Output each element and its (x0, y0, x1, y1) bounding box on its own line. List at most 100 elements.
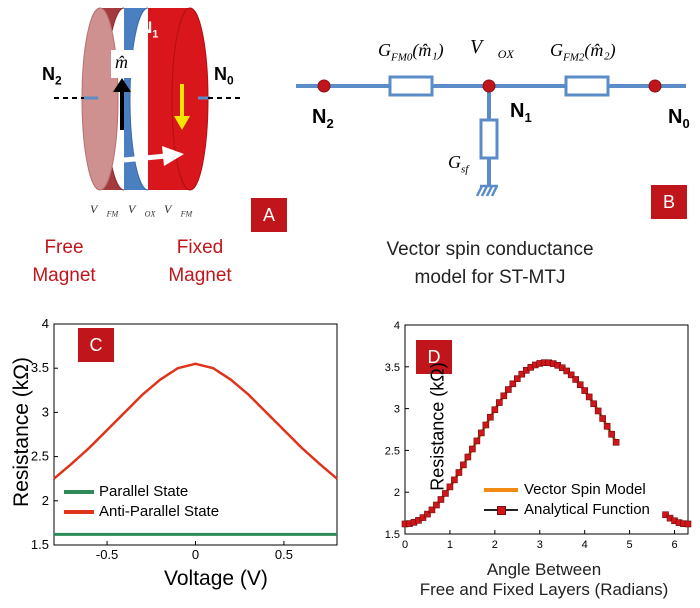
chart-d-xtick-label-5: 5 (627, 539, 633, 551)
panel-c-badge: C (78, 328, 114, 362)
legend-swatch-parallel (64, 490, 94, 494)
chart-d-xtick-label-3: 3 (537, 539, 543, 551)
series-line-anti-parallel (53, 362, 338, 480)
g-fm0-label: GFM0(m̂₁) (378, 40, 444, 64)
chart-d-plot-frame (404, 324, 689, 535)
analytical-marker (505, 386, 512, 393)
analytical-marker (603, 422, 611, 430)
chart-d-xtick-label-0: 0 (402, 539, 408, 551)
legend-swatch-analytical (484, 506, 518, 515)
legend-label-anti-parallel: Anti-Parallel State (99, 503, 220, 520)
chart-d-xtick-label-2: 2 (492, 539, 498, 551)
panel-b-caption: Vector spin conductance model for ST-MTJ (360, 236, 620, 292)
legend-item-vector-spin: Vector Spin Model (484, 480, 650, 500)
chart-c-ytick-label-2: 2.5 (31, 449, 49, 464)
chart-c-xtick-label-0: -0.5 (96, 547, 118, 562)
panel-a-n1-label: N1 (140, 18, 159, 41)
g-sf-label: Gsf (448, 152, 469, 176)
fixed-magnet-caption: Fixed Magnet (140, 234, 260, 290)
legend-label-analytical: Analytical Function (524, 501, 650, 518)
legend-item-anti-parallel: Anti-Parallel State (64, 502, 219, 522)
analytical-marker (460, 461, 467, 469)
free-magnet-caption-line2: Magnet (32, 265, 96, 286)
analytical-marker (473, 437, 481, 445)
chart-d-xlabel-line1: Angle Between (486, 560, 602, 579)
legend-label-parallel: Parallel State (99, 483, 189, 500)
legend-item-analytical: Analytical Function (484, 500, 650, 520)
legend-swatch-vector-spin (484, 488, 518, 492)
chart-d-legend: Vector Spin Model Analytical Function (480, 478, 654, 522)
panel-b-n2-label: N2 (312, 106, 334, 131)
analytical-marker (442, 490, 449, 497)
panel-a-n2-label: N2 (42, 64, 62, 88)
g-fm2-label: GFM2(m̂₂) (550, 40, 616, 64)
analytical-marker (581, 387, 588, 394)
node-n1 (482, 79, 496, 93)
analytical-marker (482, 421, 490, 429)
chart-d-xlabel-line2: Free and Fixed Layers (Radians) (419, 580, 669, 599)
panel-b-caption-line1: Vector spin conductance (386, 239, 594, 260)
free-magnet-caption-line1: Free (44, 237, 84, 258)
analytical-marker (509, 380, 517, 388)
chart-d-ytick-label-4: 3.5 (385, 362, 400, 374)
panel-a-n0-label: N0 (214, 64, 234, 88)
legend-marker-analytical (497, 506, 506, 515)
analytical-marker (590, 400, 597, 408)
analytical-marker (496, 399, 503, 406)
analytical-marker (608, 430, 615, 438)
chart-c-xtick-label-2: 0.5 (275, 547, 293, 562)
panel-b-badge: B (651, 185, 687, 219)
chart-d-ytick-label-1: 2 (394, 487, 400, 499)
spin-current-arrow (123, 153, 167, 163)
chart-c-legend: Parallel State Anti-Parallel State (60, 480, 224, 524)
analytical-marker (469, 445, 476, 453)
chart-c-ytick-label-4: 3.5 (31, 360, 49, 375)
analytical-marker (563, 367, 571, 375)
analytical-marker (428, 506, 436, 514)
panel-b-n0-label: N0 (668, 106, 690, 131)
chart-d-ytick-label-5: 4 (394, 320, 400, 332)
m-hat-box (111, 50, 133, 78)
free-magnet-caption: Free Magnet (14, 234, 114, 290)
chart-c-ytick-label-0: 1.5 (31, 537, 49, 552)
chart-c-ytick-label-3: 3 (42, 404, 49, 419)
legend-swatch-anti-parallel (64, 510, 94, 514)
v-fm-left-label: V⃗FM (90, 202, 119, 219)
free-magnetization-arrowhead (113, 78, 131, 92)
analytical-marker (662, 511, 669, 519)
panel-b-caption-line2: model for ST-MTJ (414, 267, 566, 288)
analytical-marker (567, 371, 575, 379)
analytical-marker (599, 415, 606, 422)
chart-c-ytick-label-5: 4 (42, 316, 49, 331)
fixed-magnet-caption-line1: Fixed (176, 237, 224, 258)
analytical-marker (424, 510, 431, 518)
analytical-marker (500, 392, 508, 400)
analytical-marker (451, 476, 458, 484)
chart-c-ytick-label-1: 2 (42, 493, 49, 508)
analytical-marker (446, 483, 454, 491)
v-fm-right-label: V⃗FM (164, 202, 193, 219)
fixed-magnetization-arrowhead (174, 116, 190, 130)
chart-d-xlabel: Angle Between Free and Fixed Layers (Rad… (394, 560, 694, 600)
spin-current-arrowhead (162, 146, 184, 166)
analytical-marker (576, 381, 584, 389)
analytical-marker (487, 413, 494, 421)
analytical-marker (419, 514, 427, 521)
panel-a-badge: A (251, 198, 287, 232)
analytical-marker (612, 438, 620, 446)
node-n0 (648, 79, 662, 93)
v-ox-label: V⃗OX (128, 202, 156, 219)
analytical-marker (433, 501, 440, 509)
chart-d-xtick-label-1: 1 (447, 539, 453, 551)
analytical-marker (478, 429, 485, 437)
legend-item-parallel: Parallel State (64, 482, 219, 502)
analytical-marker (594, 407, 602, 415)
m-hat-label: m̂ (115, 52, 128, 72)
chart-d-ytick-label-2: 2.5 (385, 445, 400, 457)
chart-c-xtick-label-1: 0 (192, 547, 199, 562)
fixed-magnet-caption-line2: Magnet (168, 265, 232, 286)
ground-icon (475, 184, 499, 197)
panel-d-badge: D (416, 340, 452, 374)
